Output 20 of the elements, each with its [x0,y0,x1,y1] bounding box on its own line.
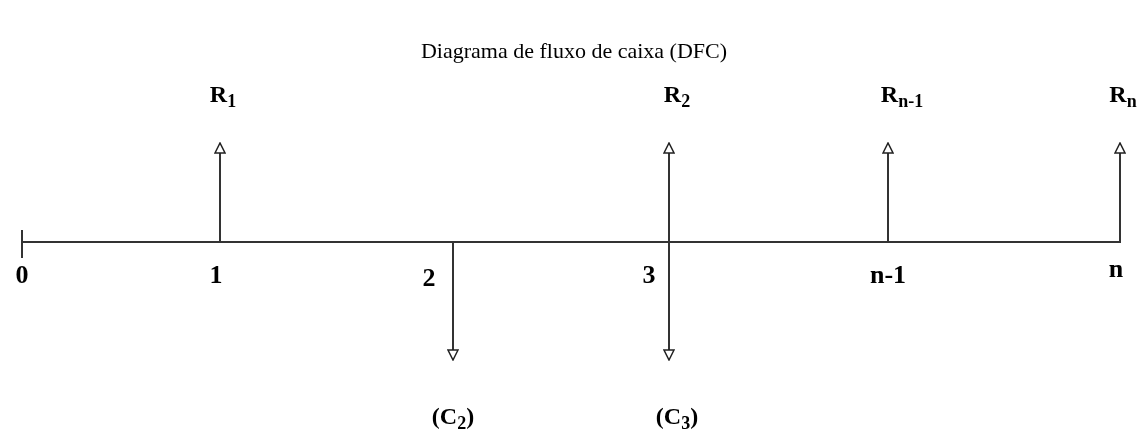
cash-flow-arrow [1114,142,1126,243]
cash-flow-label: R$_{n-1}$ [880,82,924,106]
period-number: 0 [15,262,29,288]
cash-flow-arrow [882,142,894,243]
period-number: n [1108,256,1124,282]
cash-flow-label: R$_{n}$ [1109,82,1137,106]
cash-flow-label: (C$_{3}$) [655,404,699,428]
cash-flow-arrow [663,142,675,243]
time-axis [21,229,1122,259]
cash-flow-label: (C$_{2}$) [431,404,475,428]
cash-flow-arrow [447,241,459,361]
period-number: n-1 [869,262,907,288]
cash-flow-label: R$_{2}$ [663,82,691,106]
cash-flow-label: R$_{1}$ [209,82,237,106]
period-number: 1 [209,262,223,288]
diagram-title: Diagrama de fluxo de caixa (DFC) [420,37,728,65]
cash-flow-arrow [214,142,226,243]
period-number: 2 [422,265,436,291]
period-number: 3 [642,262,656,288]
cash-flow-arrow [663,241,675,361]
